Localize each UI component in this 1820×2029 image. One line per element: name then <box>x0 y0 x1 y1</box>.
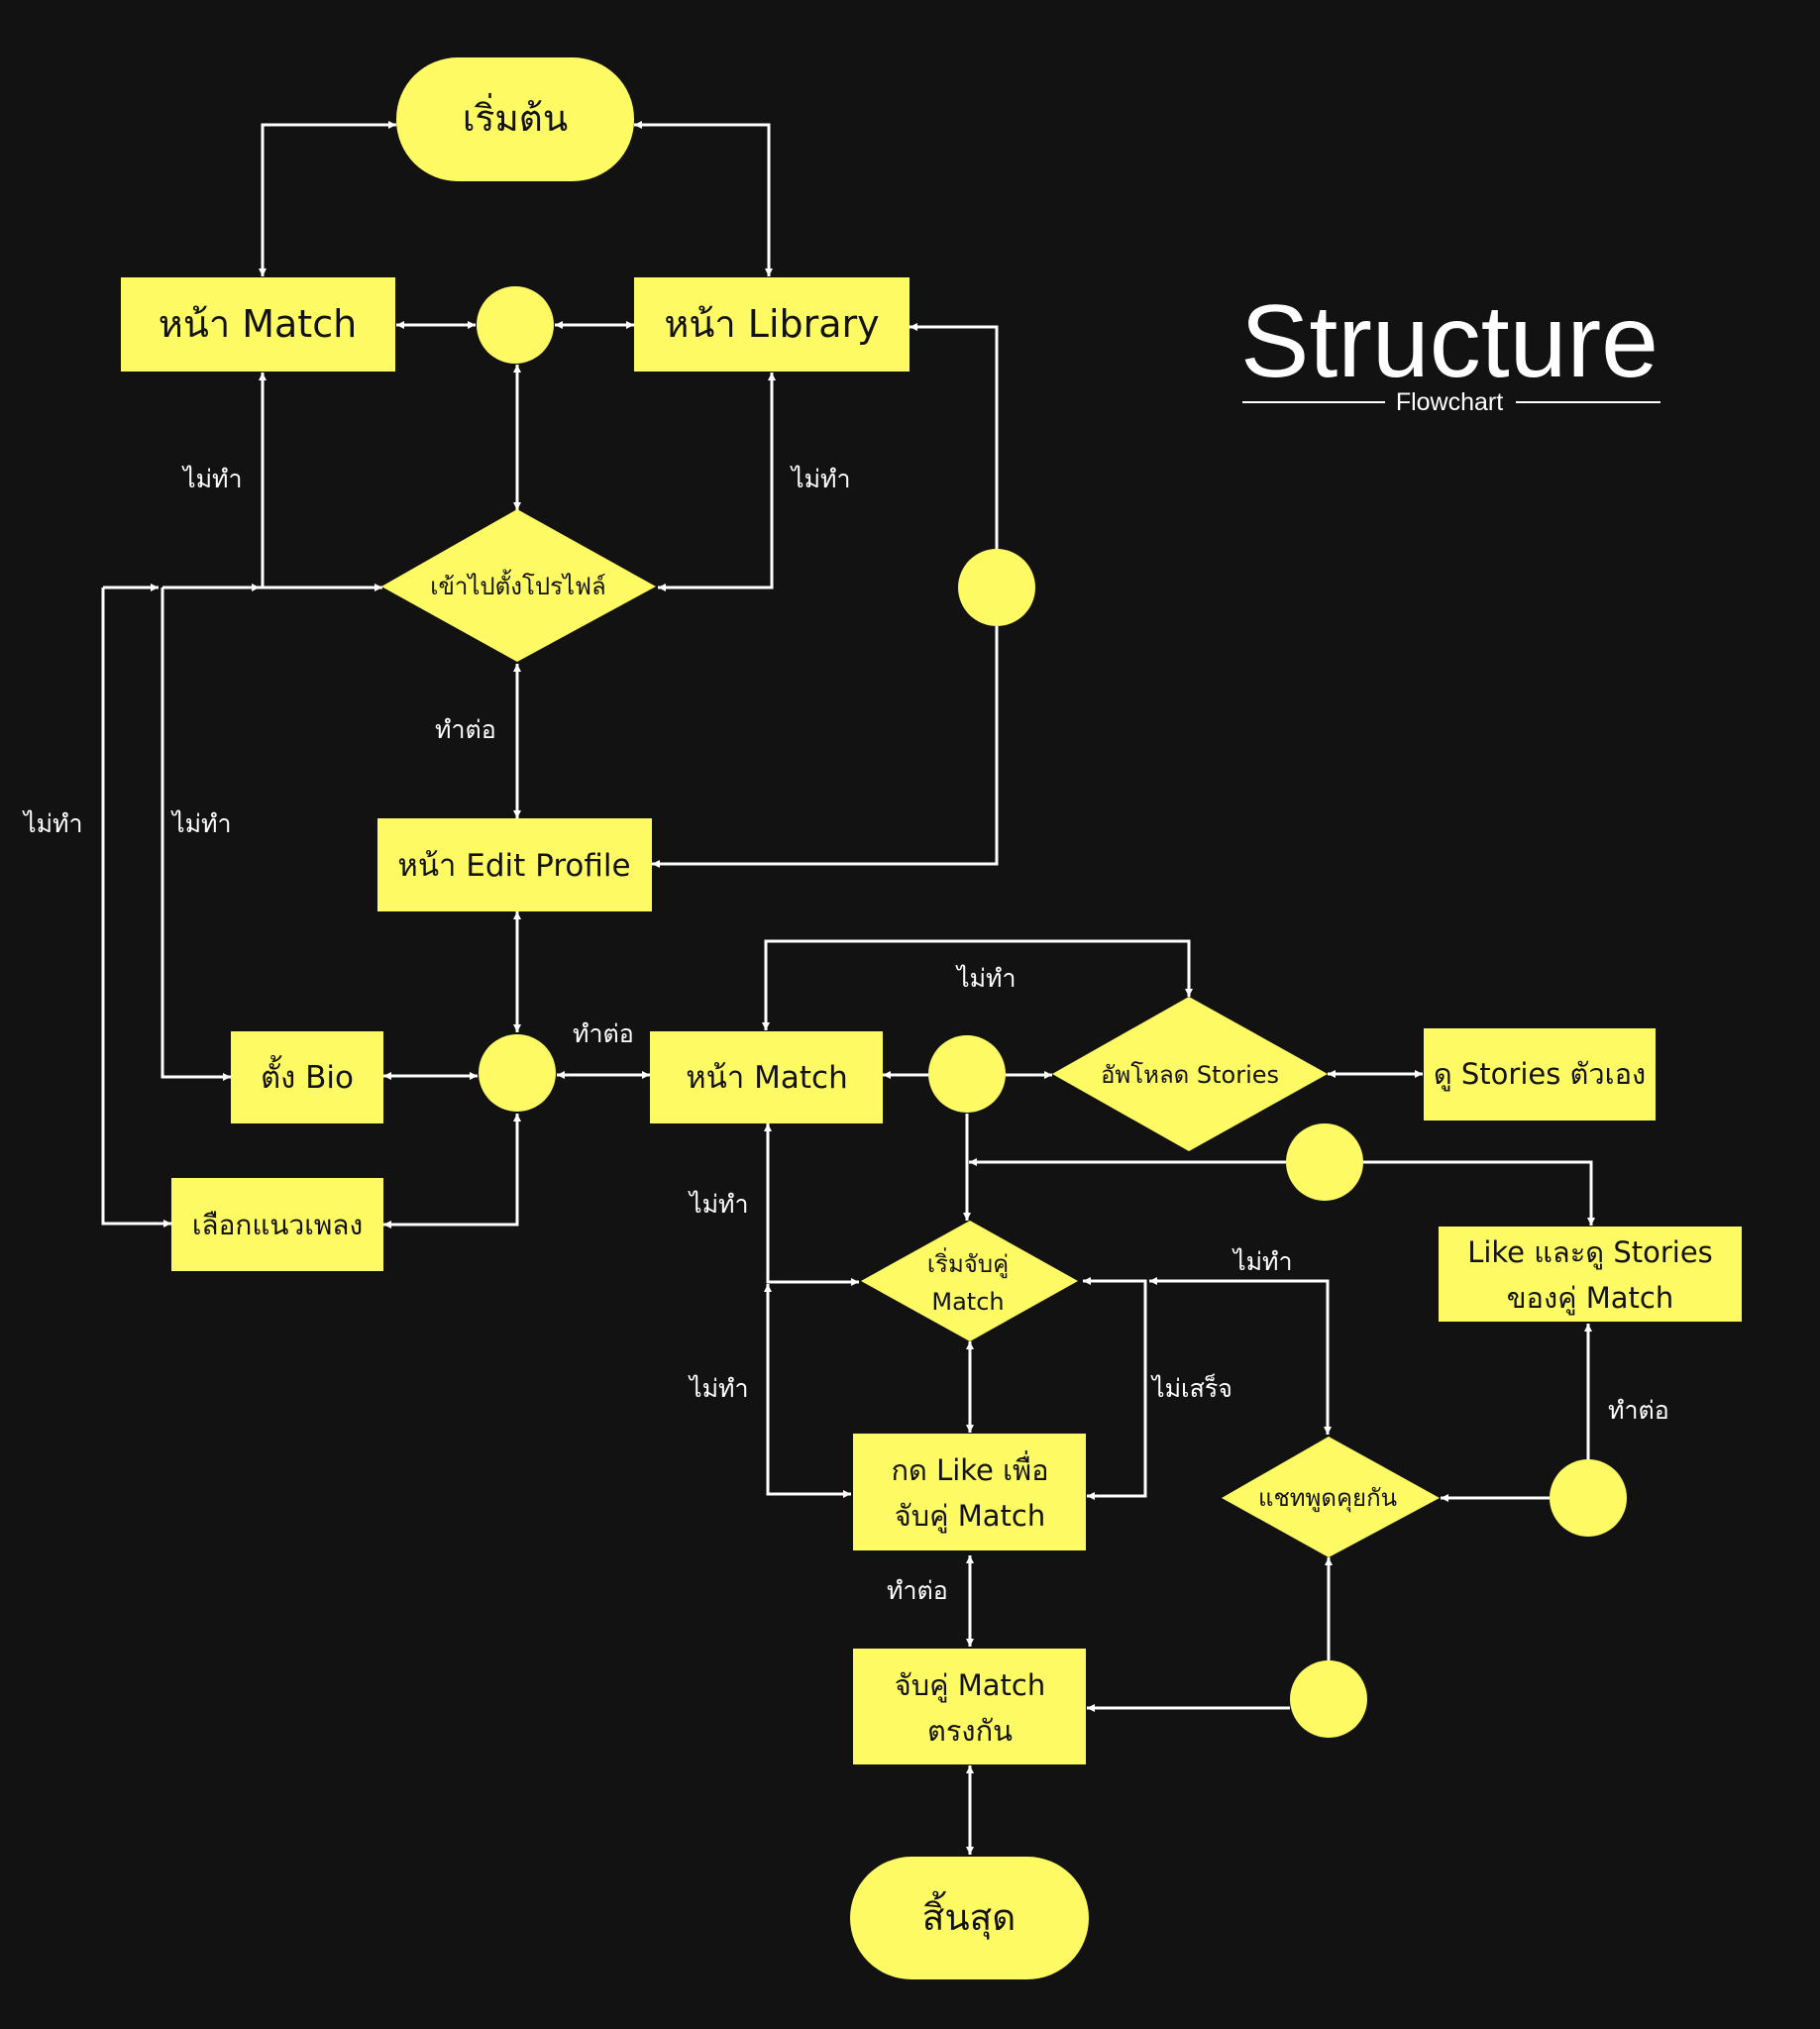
edit-profile-label: หน้า Edit Profile <box>397 848 630 884</box>
page-subtitle: Flowchart <box>1396 388 1503 416</box>
view-own-stories-label: ดู Stories ตัวเอง <box>1434 1057 1646 1092</box>
page-title: Structure <box>1240 284 1659 399</box>
connector-hub-4 <box>1286 1123 1363 1201</box>
edge-label-no-5: ไม่ทำ <box>955 964 1017 993</box>
match-page-node <box>121 277 395 372</box>
edge-start-library <box>634 121 773 276</box>
edge-left-genre <box>101 587 171 1228</box>
connector-right <box>958 549 1035 626</box>
end-terminal <box>850 1857 1089 1979</box>
edge-label-not-done: ไม่เสร็จ <box>1150 1373 1232 1403</box>
connector-hub-5 <box>1550 1459 1627 1537</box>
edge-hub4-likestories <box>1363 1160 1595 1226</box>
edge-match2-startmatch <box>764 1123 859 1286</box>
edge-label-continue-3: ทำต่อ <box>1608 1396 1669 1425</box>
matched-label-1: จับคู่ Match <box>895 1668 1046 1703</box>
edge-chat-startmatch <box>1149 1277 1332 1435</box>
chat-decision <box>1222 1437 1440 1557</box>
edge-left-bio <box>161 587 231 1081</box>
start-matching-decision <box>861 1221 1078 1341</box>
press-like-label-1: กด Like เพื่อ <box>891 1450 1048 1487</box>
edge-label-no-1: ไม่ทำ <box>181 465 243 493</box>
edge-start-match <box>259 121 396 276</box>
edge-presslike-loop <box>1083 1277 1147 1500</box>
edge-rcircle-library <box>910 323 999 549</box>
like-stories-label-2: ของคู่ Match <box>1507 1281 1674 1316</box>
library-page-label: หน้า Library <box>664 302 879 346</box>
press-like-node <box>853 1434 1086 1550</box>
matched-node <box>853 1649 1086 1764</box>
upload-stories-decision <box>1052 997 1328 1151</box>
start-matching-label-2: Match <box>931 1288 1004 1316</box>
edge-label-no-2: ไม่ทำ <box>790 465 851 493</box>
match-page-2-label: หน้า Match <box>686 1060 847 1096</box>
start-label: เริ่มต้น <box>463 92 568 140</box>
connector-hub-top <box>477 286 554 364</box>
chat-label: แชทพูดคุยกัน <box>1258 1484 1397 1513</box>
start-matching-label-1: เริ่มจับคู่ <box>927 1247 1009 1279</box>
edge-label-continue-4: ทำต่อ <box>887 1576 948 1605</box>
edge-label-no-3: ไม่ทำ <box>22 809 83 838</box>
edit-profile-node <box>377 818 652 911</box>
set-bio-node <box>231 1031 383 1123</box>
edge-label-no-4: ไม่ทำ <box>170 809 232 838</box>
view-own-stories-node <box>1424 1028 1656 1121</box>
title-block: Structure Flowchart <box>1240 284 1660 416</box>
choose-genre-label: เลือกแนวเพลง <box>192 1209 363 1241</box>
edge-label-continue-2: ทำต่อ <box>573 1019 634 1048</box>
edge-labels: ไม่ทำ ไม่ทำ ทำต่อ ไม่ทำ ไม่ทำ ไม่ทำ ทำต่… <box>22 465 1669 1605</box>
choose-genre-node <box>171 1178 383 1271</box>
edge-setup-library <box>658 373 776 591</box>
connector-hub-3 <box>928 1035 1006 1113</box>
library-page-node <box>634 277 910 372</box>
upload-stories-label: อัพโหลด Stories <box>1101 1061 1279 1089</box>
press-like-label-2: จับคู่ Match <box>895 1499 1046 1534</box>
edge-label-no-8: ไม่ทำ <box>688 1374 749 1403</box>
edge-genre-hub2 <box>383 1114 521 1228</box>
connector-hub-6 <box>1290 1660 1367 1738</box>
setup-profile-label: เข้าไปตั้งโปรไฟล์ <box>430 569 605 600</box>
match-page-label: หน้า Match <box>159 302 357 346</box>
edge-label-no-7: ไม่ทำ <box>1231 1247 1293 1276</box>
matched-label-2: ตรงกัน <box>927 1714 1013 1748</box>
edge-match2-presslike <box>764 1284 851 1498</box>
edge-label-no-6: ไม่ทำ <box>688 1190 749 1219</box>
match-page-2-node <box>650 1031 883 1123</box>
like-stories-label-1: Like และดู Stories <box>1467 1235 1713 1270</box>
set-bio-label: ตั้ง Bio <box>261 1055 354 1096</box>
start-terminal <box>396 57 634 181</box>
edge-rcircle-edit <box>652 626 999 868</box>
nodes: เริ่มต้น หน้า Match หน้า Library เข้าไปต… <box>121 57 1742 1979</box>
end-label: สิ้นสุด <box>922 1890 1017 1940</box>
edge-label-continue-1: ทำต่อ <box>435 715 496 744</box>
edge-match2-upload-loop <box>762 939 1193 1030</box>
like-stories-node <box>1439 1227 1742 1322</box>
edges <box>101 121 1595 1855</box>
setup-profile-decision <box>381 509 656 662</box>
connector-hub-middle <box>479 1034 556 1112</box>
